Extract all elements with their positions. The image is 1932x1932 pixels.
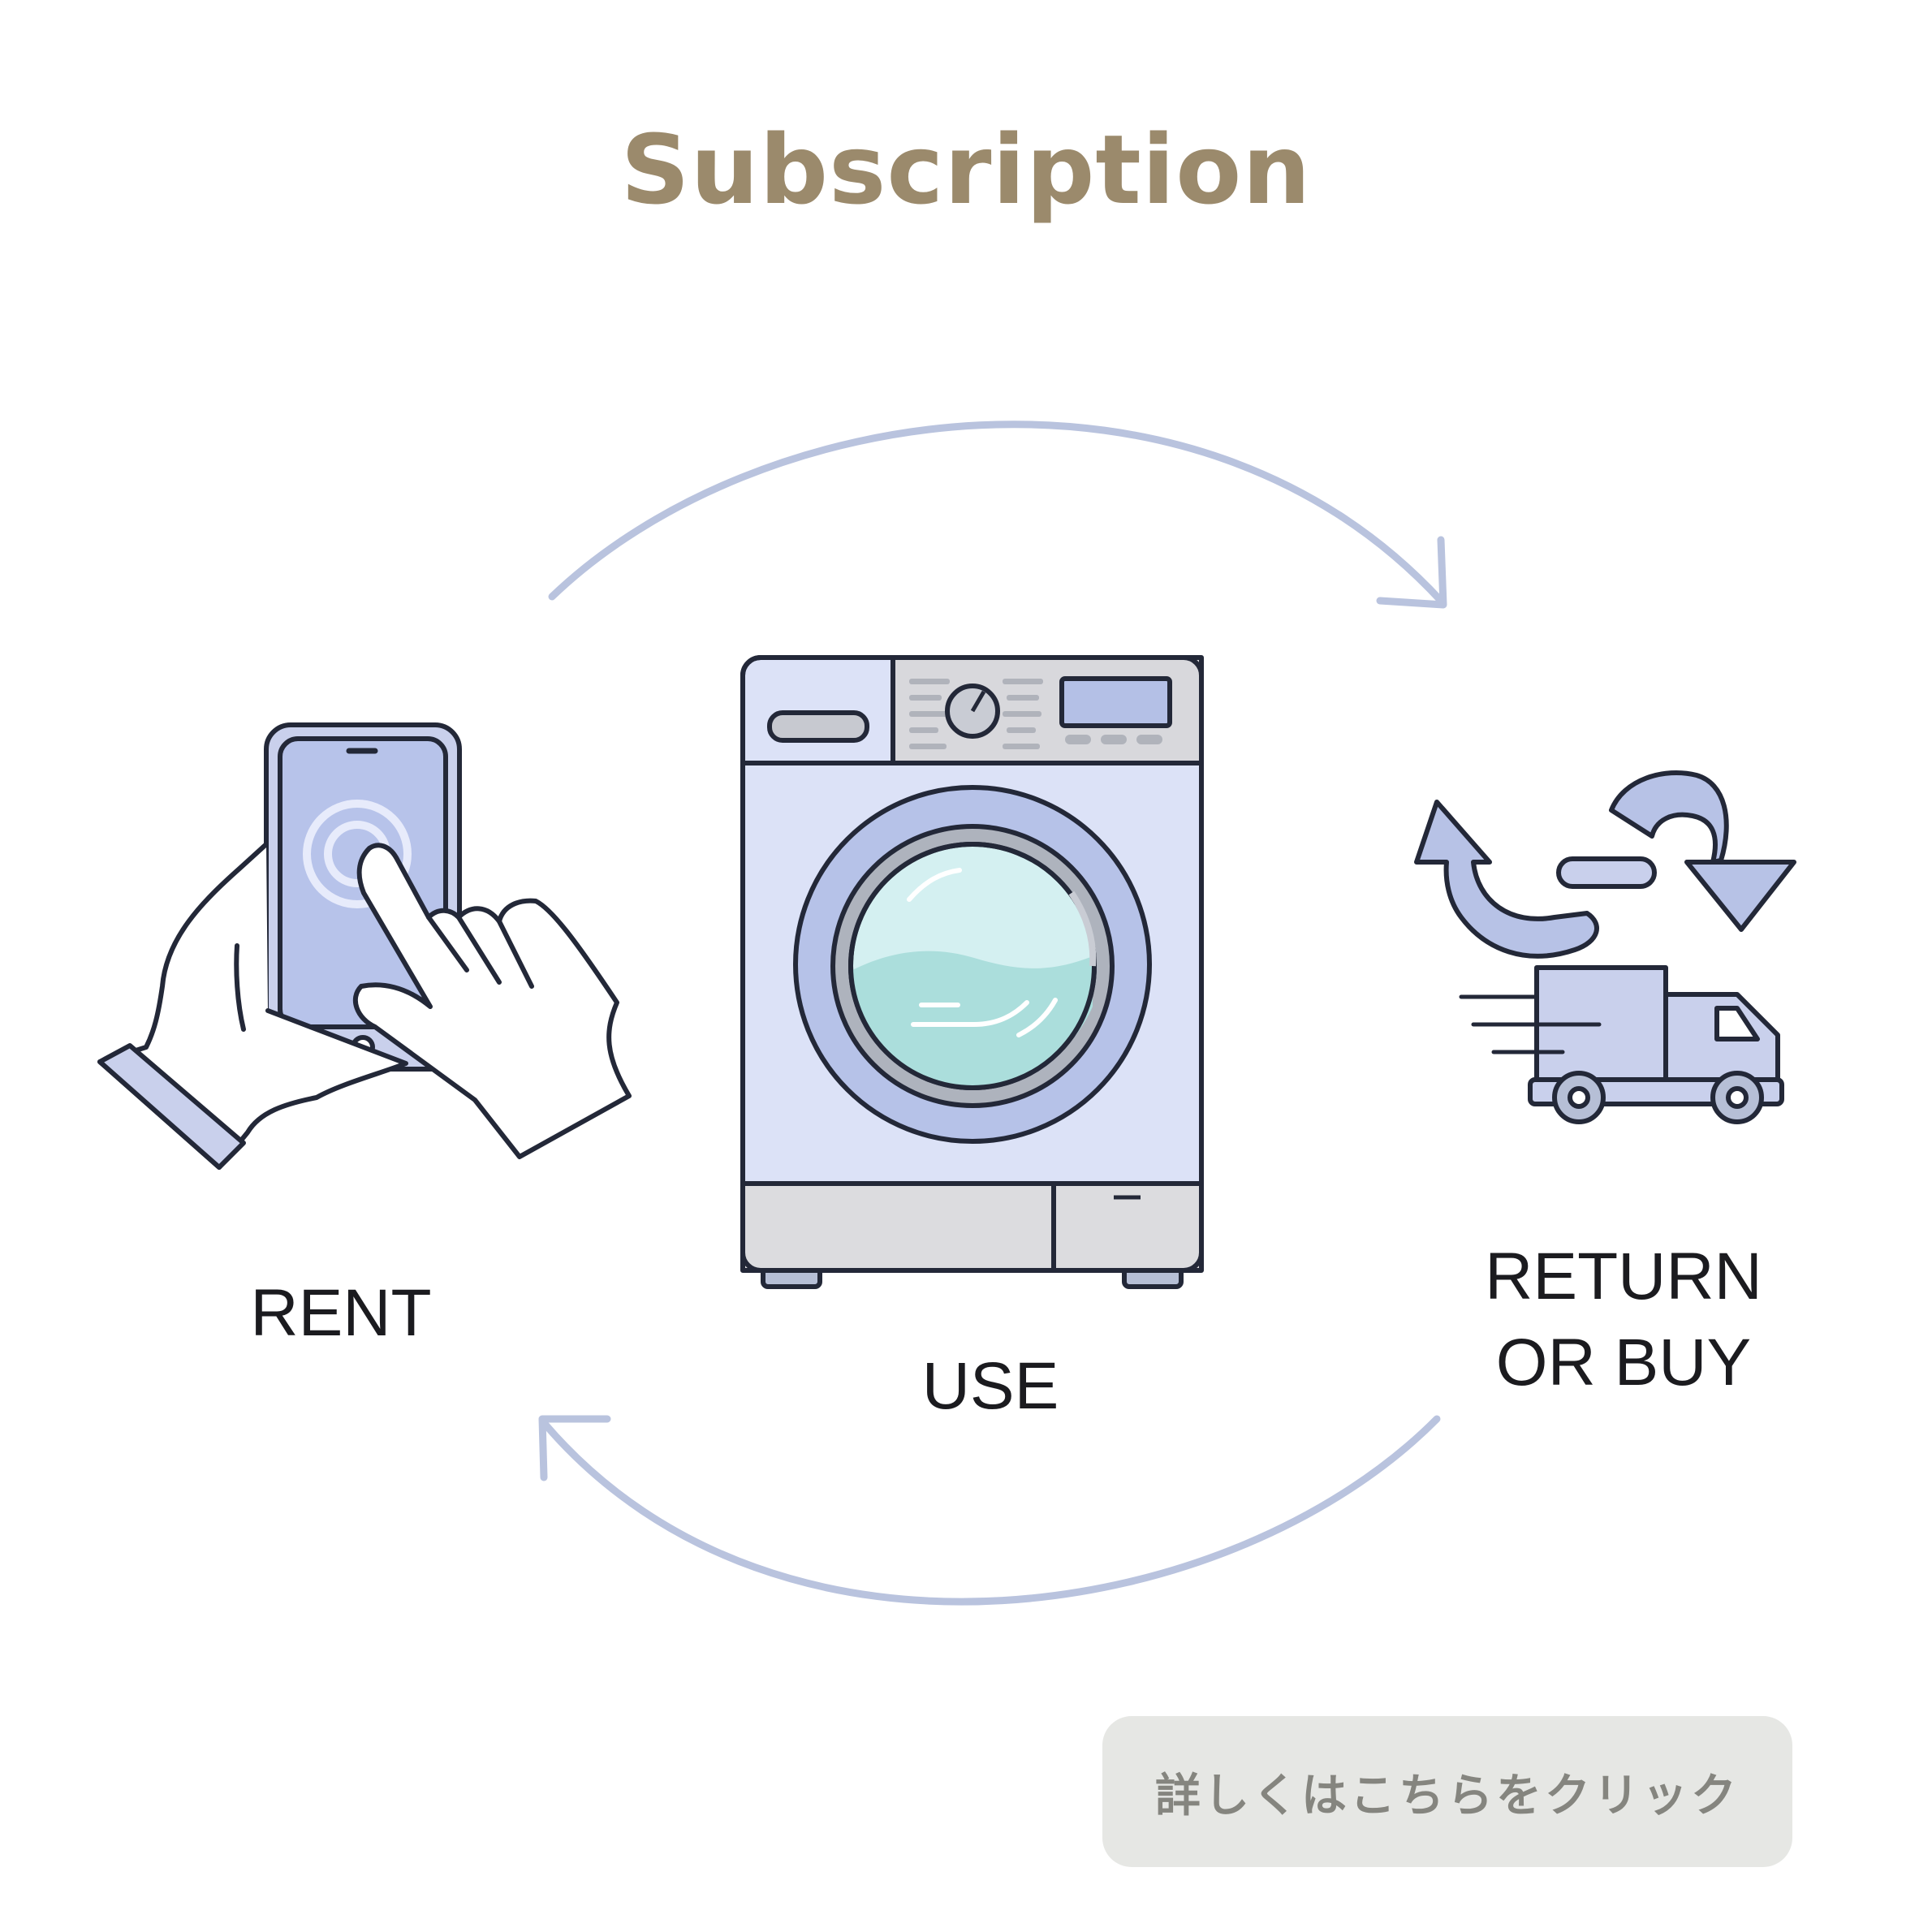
delivery-truck-icon [1414,770,1796,1124]
phone-tap-icon [97,722,632,1170]
washing-machine-icon [740,655,1204,1289]
step-label-return-or-buy: RETURN OR BUY [1445,1234,1802,1406]
step-label-use: USE [921,1349,1059,1423]
details-button[interactable]: 詳しくはこちらをクリック [1102,1716,1792,1867]
page-title: Subscription [620,114,1312,226]
cycle-arrow-top [548,420,1447,609]
step-label-return-line2: OR BUY [1495,1326,1752,1399]
step-label-return-line1: RETURN [1485,1240,1762,1313]
step-label-rent: RENT [250,1276,432,1350]
cycle-arrow-bottom [538,1415,1441,1606]
